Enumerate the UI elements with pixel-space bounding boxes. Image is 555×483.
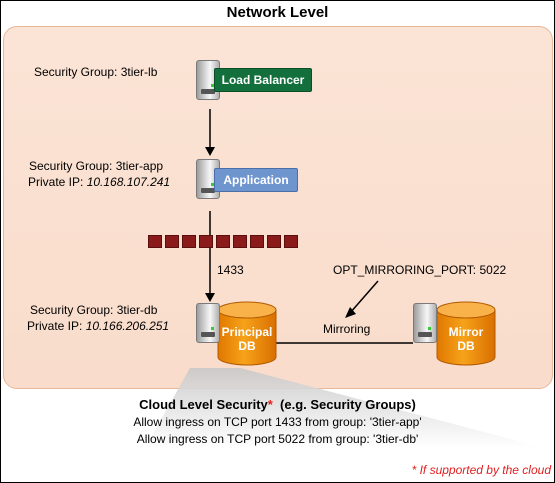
mirror-db-label-line1: Mirror — [448, 325, 484, 339]
packet — [267, 235, 281, 248]
lb-security-group-label: Security Group: 3tier-lb — [34, 65, 158, 79]
cloud-security-rule-1: Allow ingress on TCP port 1433 from grou… — [133, 415, 422, 429]
packet — [148, 235, 162, 248]
app-private-ip-value: 10.168.107.241 — [86, 175, 171, 189]
application-tag: Application — [214, 168, 298, 192]
packet — [165, 235, 179, 248]
db-private-ip-prefix: Private IP: — [27, 319, 86, 333]
mirror-db-label: Mirror DB — [437, 325, 495, 353]
cloud-security-star: * — [267, 397, 273, 412]
mirroring-port-pointer — [349, 280, 379, 314]
packet — [216, 235, 230, 248]
cloud-security-title: Cloud Level Security* (e.g. Security Gro… — [0, 397, 555, 412]
mirror-server-icon — [413, 303, 437, 343]
db-security-group-label: Security Group: 3tier-db — [30, 303, 158, 317]
lb-to-app-arrowhead — [205, 147, 215, 156]
packets-right — [216, 235, 298, 248]
packet — [284, 235, 298, 248]
db-private-ip-label: Private IP: 10.166.206.251 — [27, 318, 169, 334]
cloud-security-title-text: Cloud Level Security — [139, 397, 268, 412]
packet — [233, 235, 247, 248]
principal-db-label-line1: Principal — [221, 325, 273, 339]
load-balancer-tag: Load Balancer — [214, 68, 312, 92]
mirror-db-cylinder — [436, 301, 496, 366]
app-to-db-arrowhead — [205, 293, 215, 302]
app-private-ip-label: Private IP: 10.168.107.241 — [28, 174, 170, 190]
cloud-security-funnel — [145, 368, 545, 448]
principal-db-label: Principal DB — [218, 325, 276, 353]
diagram-title: Network Level — [226, 4, 329, 21]
mirroring-port-arrowhead — [345, 307, 356, 318]
packets-left — [148, 235, 213, 248]
mirroring-label: Mirroring — [323, 322, 371, 336]
app-private-ip-prefix: Private IP: — [28, 175, 87, 189]
cloud-security-rule-2: Allow ingress on TCP port 5022 from grou… — [136, 432, 419, 446]
packet — [182, 235, 196, 248]
db-private-ip-value: 10.166.206.251 — [85, 319, 170, 333]
mirroring-port-label: OPT_MIRRORING_PORT: 5022 — [333, 263, 507, 277]
db-server-icon — [196, 303, 220, 343]
mirror-db-label-line2: DB — [457, 339, 475, 353]
footnote: * If supported by the cloud — [411, 463, 551, 477]
cloud-security-title-suffix: (e.g. Security Groups) — [272, 397, 416, 412]
db-port-label: 1433 — [217, 263, 244, 277]
packet — [250, 235, 264, 248]
principal-db-label-line2: DB — [238, 339, 256, 353]
app-security-group-label: Security Group: 3tier-app — [29, 159, 164, 173]
packet — [199, 235, 213, 248]
